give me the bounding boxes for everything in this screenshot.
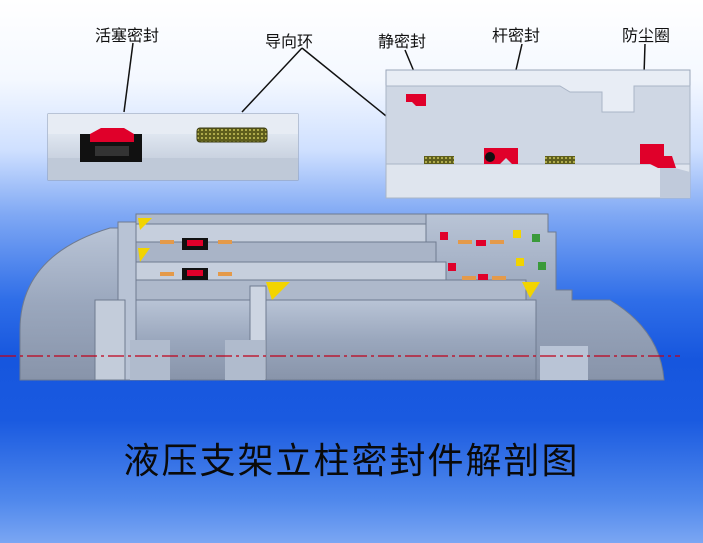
main-cross-section	[0, 213, 680, 381]
inset-rod-gland	[385, 69, 691, 199]
wedge-3	[266, 282, 290, 300]
diagram-title: 液压支架立柱密封件解剖图	[123, 441, 580, 482]
guide-ring-left	[196, 127, 268, 143]
gland-rod-seal-1	[476, 240, 486, 246]
guide-ring-right-1	[424, 156, 454, 164]
static-seal	[406, 94, 426, 106]
wedge-4	[522, 282, 540, 298]
gland-static-2	[448, 263, 456, 271]
leader-piston-seal	[123, 42, 134, 113]
label-static-seal: 静密封	[378, 32, 427, 51]
piston-seal-red	[90, 128, 134, 142]
guide-ring-right-2	[545, 156, 575, 164]
label-guide-ring: 导向环	[265, 32, 314, 51]
label-dust-ring: 防尘圈	[622, 26, 671, 45]
label-rod-seal: 杆密封	[492, 26, 541, 45]
inset-piston	[47, 113, 299, 181]
wedge-1	[138, 218, 152, 230]
gland-static-1	[440, 232, 448, 240]
gland-rod-seal-2	[478, 274, 488, 280]
dust-ring-main-2	[538, 262, 546, 270]
dust-ring	[640, 144, 676, 168]
small-guide-rings	[160, 240, 506, 280]
label-piston-seal: 活塞密封	[95, 26, 160, 45]
dust-ring-main-1	[532, 234, 540, 242]
wedge-2	[138, 248, 150, 262]
leader-guide-ring-1	[241, 47, 303, 113]
